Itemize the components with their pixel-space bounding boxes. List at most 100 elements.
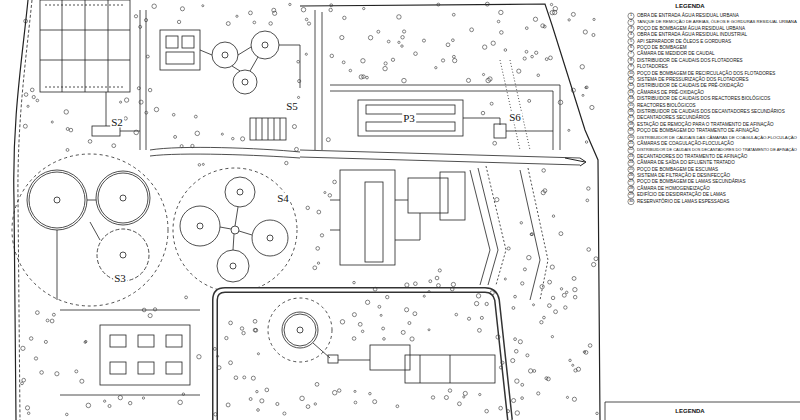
- tree-symbol: [229, 361, 233, 365]
- callout-number: 14: [629, 97, 633, 101]
- legend-number-circle: [628, 173, 634, 179]
- tree-symbol: [551, 335, 553, 337]
- legend-number-circle: [628, 128, 634, 134]
- area-label: S3: [113, 273, 127, 284]
- tree-symbol: [134, 130, 139, 135]
- tree-symbol: [108, 404, 111, 407]
- tree-symbol: [405, 283, 409, 287]
- tree-symbol: [180, 145, 183, 148]
- tree-symbol: [368, 35, 372, 39]
- tree-symbol: [596, 412, 598, 414]
- tree-symbol: [384, 62, 387, 65]
- tree-symbol: [148, 314, 152, 318]
- tree-symbol: [533, 304, 535, 306]
- tree-symbol: [88, 140, 92, 144]
- tree-symbol: [353, 281, 356, 284]
- tree-symbol: [517, 69, 521, 73]
- legend-entry: TANQUE DE REMOÇÃO DE AREIAS, ÓLEOS E GOR…: [637, 20, 797, 24]
- tree-symbol: [542, 169, 546, 173]
- tree-symbol: [66, 148, 69, 151]
- tree-symbol: [378, 305, 381, 308]
- tree-symbol: [330, 54, 334, 58]
- tree-symbol: [506, 410, 509, 413]
- tree-symbol: [40, 371, 44, 375]
- legend-entry: POÇO DE BOMBAGEM: [637, 46, 687, 51]
- tree-symbol: [580, 65, 584, 69]
- tree-symbol: [573, 295, 577, 299]
- tree-symbol: [194, 115, 197, 118]
- tree-symbol: [514, 349, 518, 353]
- tree-symbol: [317, 210, 321, 214]
- tree-symbol: [569, 359, 571, 361]
- tree-symbol: [23, 124, 27, 128]
- tree-symbol: [572, 364, 574, 366]
- tree-symbol: [410, 337, 414, 341]
- tree-symbol: [46, 319, 49, 322]
- tree-symbol: [481, 111, 485, 115]
- tree-symbol: [80, 379, 84, 383]
- tree-symbol: [594, 257, 598, 261]
- tree-symbol: [202, 163, 204, 165]
- tree-symbol: [112, 144, 116, 148]
- tree-symbol: [485, 2, 489, 6]
- legend-entry: API SEPARADOR DE ÓLEOS E GORDURAS: [637, 39, 731, 44]
- tree-symbol: [504, 278, 506, 280]
- tree-symbol: [451, 39, 454, 42]
- legend-number-circle: [628, 192, 634, 198]
- tree-symbol: [326, 138, 330, 142]
- tree-symbol: [496, 335, 500, 339]
- tree-symbol: [592, 262, 596, 266]
- tree-symbol: [86, 403, 91, 408]
- tree-symbol: [531, 55, 534, 58]
- tree-symbol: [546, 377, 550, 381]
- tree-symbol: [466, 78, 470, 82]
- tree-symbol: [543, 316, 546, 319]
- legend-number-circle: [628, 19, 634, 25]
- tree-symbol: [584, 351, 588, 355]
- tree-symbol: [446, 43, 450, 47]
- tree-symbol: [118, 395, 122, 399]
- legend-number-circle: [628, 167, 634, 173]
- tree-symbol: [559, 232, 563, 236]
- tree-symbol: [139, 25, 142, 28]
- tree-symbol: [495, 198, 499, 202]
- legend-number-circle: [628, 39, 634, 45]
- tree-symbol: [352, 337, 356, 341]
- callout-number: 5: [630, 40, 632, 44]
- callout-number: 2: [630, 20, 632, 24]
- tree-symbol: [540, 285, 544, 289]
- tree-symbol: [397, 15, 401, 19]
- tree-symbol: [172, 113, 175, 116]
- tree-symbol: [361, 330, 364, 333]
- tree-symbol: [22, 378, 26, 382]
- callout-number: 16: [629, 110, 633, 114]
- tree-symbol: [540, 321, 543, 324]
- legend-number-circle: [628, 71, 634, 77]
- tree-symbol: [500, 31, 504, 35]
- tree-symbol: [307, 22, 310, 25]
- tree-symbol: [305, 53, 307, 55]
- tree-symbol: [545, 58, 548, 61]
- tree-symbol: [482, 73, 484, 75]
- tree-symbol: [330, 4, 333, 7]
- tree-symbol: [305, 18, 308, 21]
- callout-number: 23: [629, 155, 633, 159]
- tree-symbol: [535, 51, 538, 54]
- tree-symbol: [491, 41, 495, 45]
- tree-symbol: [552, 215, 554, 217]
- callout-number: 12: [629, 84, 633, 88]
- tree-symbol: [254, 328, 258, 332]
- tree-symbol: [202, 5, 204, 7]
- tree-symbol: [191, 144, 194, 147]
- tree-symbol: [588, 344, 592, 348]
- tree-symbol: [499, 366, 502, 369]
- callout-number: 24: [629, 161, 633, 165]
- tree-symbol: [428, 291, 430, 293]
- legend-number-circle: [628, 96, 634, 102]
- tree-symbol: [537, 74, 540, 77]
- tree-symbol: [195, 131, 200, 136]
- tree-symbol: [511, 359, 515, 363]
- tree-symbol: [241, 137, 245, 141]
- tree-symbol: [377, 30, 380, 33]
- tree-symbol: [75, 370, 78, 373]
